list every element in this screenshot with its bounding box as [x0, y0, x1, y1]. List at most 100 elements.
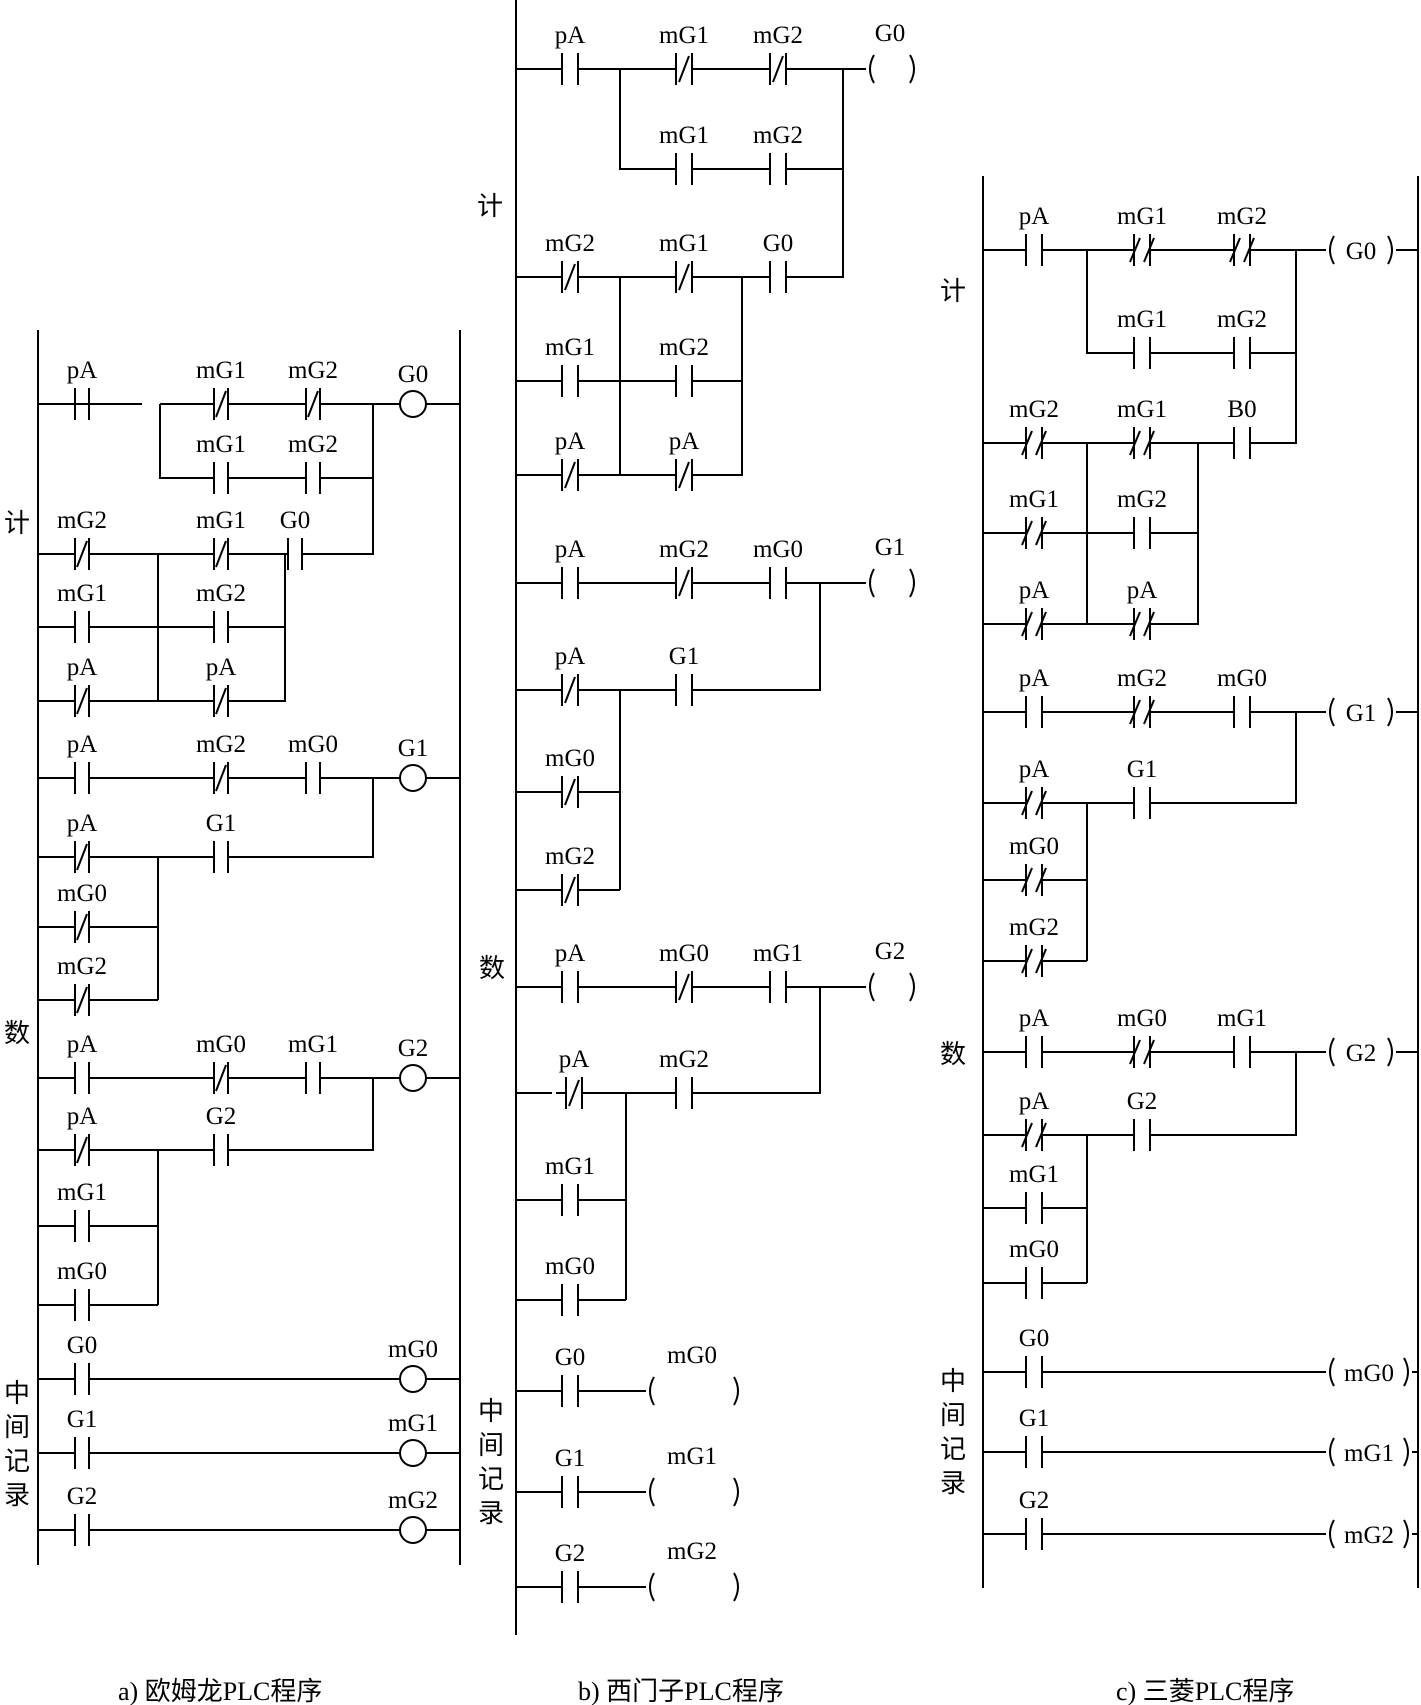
- contact-label-mg0: mG0: [1009, 833, 1059, 860]
- side-label-count-c-2: 数: [940, 1040, 966, 1069]
- no-contact-mg1: [64, 1210, 100, 1242]
- nc-contact-pa: [552, 674, 588, 706]
- coil-label-mg2: mG2: [667, 1538, 717, 1565]
- contact-label-pa: pA: [67, 654, 98, 681]
- coil-g1: [869, 568, 915, 598]
- contact-label-mg0: mG0: [57, 1258, 107, 1285]
- nc-contact-pa: [203, 685, 239, 717]
- side-label-record-c-4: 录: [940, 1469, 966, 1498]
- nc-contact-pa: [64, 841, 100, 873]
- coil-mg2: [649, 1572, 739, 1602]
- no-contact-pa: [64, 1062, 100, 1094]
- contact-label-mg0: mG0: [753, 536, 803, 563]
- contact-label-mg1: mG1: [659, 22, 709, 49]
- nc-contact-pa: [1016, 1119, 1052, 1151]
- side-label-record-c-2: 间: [940, 1401, 966, 1430]
- contact-label-pa: pA: [1127, 577, 1158, 604]
- nc-contact-mg2: [203, 762, 239, 794]
- nc-contact-mg2: [1124, 696, 1160, 728]
- no-contact-mg2: [1224, 337, 1260, 369]
- contact-label-mg1: mG1: [1117, 203, 1167, 230]
- contact-label-mg0: mG0: [57, 880, 107, 907]
- coil-g1: [399, 764, 427, 792]
- coil-g2: [399, 1064, 427, 1092]
- contact-label-pa: pA: [67, 810, 98, 837]
- coil-label-mg2: mG2: [388, 1487, 438, 1514]
- nc-contact-mg2: [64, 538, 100, 570]
- contact-label-mg1: mG1: [1117, 396, 1167, 423]
- nc-contact-pa: [666, 459, 702, 491]
- no-contact-mg1: [1124, 337, 1160, 369]
- contact-label-pa: pA: [1019, 203, 1050, 230]
- contact-label-mg1: mG1: [545, 334, 595, 361]
- nc-contact-mg2: [1016, 427, 1052, 459]
- side-labels: 计 数 中 间 记 录 计 数 中 间 记 录 计 数 中 间 记 录: [4, 192, 966, 1528]
- contact-label-g0: G0: [67, 1332, 98, 1359]
- no-contact-pa: [1016, 234, 1052, 266]
- no-contact-pa: [1016, 1036, 1052, 1068]
- no-contact-mg1: [552, 365, 588, 397]
- contact-label-mg2: mG2: [753, 22, 803, 49]
- coil-label-mg1: mG1: [1344, 1440, 1394, 1467]
- contact-label-pa: pA: [67, 731, 98, 758]
- coil-g0: [399, 390, 427, 418]
- coil-mg0: [399, 1365, 427, 1393]
- no-contact-mg0: [1224, 696, 1260, 728]
- coil-label-g1: G1: [1346, 700, 1377, 727]
- no-contact-mg2: [666, 365, 702, 397]
- captions: a) 欧姆龙PLC程序 b) 西门子PLC程序 c) 三菱PLC程序: [118, 1677, 1294, 1705]
- contact-label-mg0: mG0: [196, 1031, 246, 1058]
- no-contact-g2: [203, 1134, 239, 1166]
- contact-label-pa: pA: [555, 22, 586, 49]
- nc-contact-pa: [1016, 608, 1052, 640]
- contact-label-pa: pA: [1019, 665, 1050, 692]
- coil-mg2: [1329, 1519, 1409, 1549]
- contact-label-mg2: mG2: [659, 536, 709, 563]
- no-contact-g0: [552, 1375, 588, 1407]
- contact-label-mg0: mG0: [1009, 1236, 1059, 1263]
- no-contact-mg1: [1224, 1036, 1260, 1068]
- coil-mg1: [399, 1439, 427, 1467]
- coil-label-mg0: mG0: [388, 1336, 438, 1363]
- no-contact-mg2: [1124, 517, 1160, 549]
- no-contact-mg0: [64, 1289, 100, 1321]
- contact-label-pa: pA: [67, 1031, 98, 1058]
- contact-label-mg1: mG1: [1117, 306, 1167, 333]
- coil-mg1: [1329, 1437, 1409, 1467]
- contact-label-pa: pA: [1019, 577, 1050, 604]
- no-contact-mg0: [1016, 1267, 1052, 1299]
- coil-g2: [869, 972, 915, 1002]
- coil-g1: [1329, 697, 1393, 727]
- nc-contact-mg2: [552, 874, 588, 906]
- no-contact-mg0: [760, 567, 796, 599]
- no-contact-g2: [64, 1514, 100, 1546]
- contact-label-g2: G2: [555, 1540, 586, 1567]
- coil-label-mg0: mG0: [1344, 1360, 1394, 1387]
- contact-label-mg2: mG2: [1217, 203, 1267, 230]
- side-label-record-b-2: 间: [478, 1431, 504, 1460]
- coil-g0: [869, 54, 915, 84]
- coil-g0: [1329, 235, 1393, 265]
- contact-label-pa: pA: [67, 357, 98, 384]
- side-label-count-a-2: 数: [4, 1019, 30, 1048]
- contact-label-g2: G2: [67, 1483, 98, 1510]
- no-contact-g2: [552, 1571, 588, 1603]
- caption-siemens: b) 西门子PLC程序: [578, 1677, 784, 1705]
- coil-label-g0: G0: [875, 20, 906, 47]
- coil-mg0: [649, 1376, 739, 1406]
- no-contact-g1: [64, 1437, 100, 1469]
- no-contact-g1: [1016, 1436, 1052, 1468]
- coil-label-g1: G1: [398, 735, 429, 762]
- nc-contact-pa: [1016, 787, 1052, 819]
- coil-label-g1: G1: [875, 534, 906, 561]
- contact-label-g1: G1: [67, 1406, 98, 1433]
- contact-label-pa: pA: [555, 940, 586, 967]
- nc-contact-mg2: [552, 261, 588, 293]
- contact-label-mg0: mG0: [659, 940, 709, 967]
- nc-contact-mg1: [666, 53, 702, 85]
- side-label-record-a-1: 中: [4, 1379, 30, 1408]
- no-contact-g0: [760, 261, 796, 293]
- nc-contact-mg0: [203, 1062, 239, 1094]
